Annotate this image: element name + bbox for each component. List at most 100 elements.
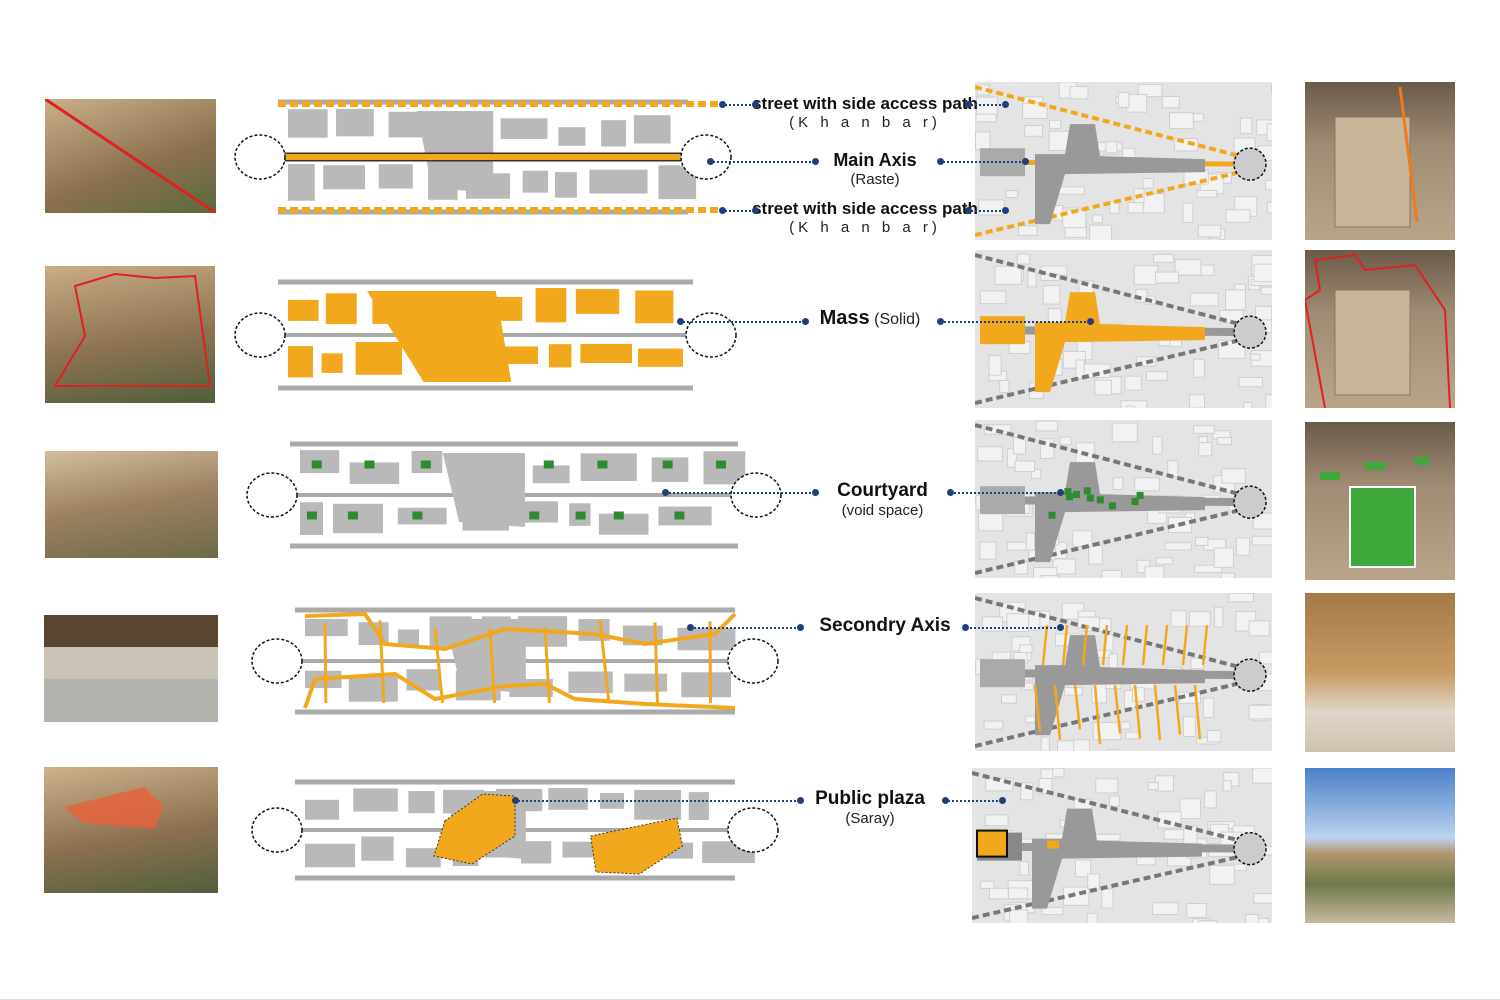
- leader-dot: [719, 207, 726, 214]
- roundabout: [727, 638, 779, 684]
- map-parcel: [1018, 644, 1033, 654]
- building-block: [493, 296, 523, 321]
- map-parcel: [1141, 193, 1165, 214]
- map-parcel: [1092, 214, 1104, 224]
- central-mass: [367, 291, 512, 382]
- map-parcel: [1014, 460, 1036, 472]
- map-parcel: [1052, 768, 1065, 778]
- label-title: street with side access path: [752, 199, 978, 218]
- render-secondary-axis: [44, 615, 218, 722]
- map-parcel: [1088, 544, 1103, 565]
- map-parcel: [1209, 865, 1235, 885]
- map-parcel: [1250, 353, 1261, 361]
- map-plaza: [1047, 840, 1059, 849]
- map-courtyard: [1083, 487, 1091, 495]
- leader-line: [968, 210, 1005, 212]
- map-parcel: [979, 541, 997, 560]
- public-plaza-diagram: [251, 779, 779, 881]
- central-mass: [442, 453, 525, 527]
- map-parcel: [1152, 902, 1179, 915]
- map-parcel: [1253, 893, 1272, 904]
- map-parcel: [1170, 610, 1187, 628]
- map-parcel: [1089, 224, 1113, 240]
- roundabout: [727, 807, 779, 853]
- map-parcel: [1147, 782, 1159, 791]
- map-courtyard: [1136, 492, 1144, 500]
- map-parcel: [1093, 833, 1121, 842]
- building-block: [688, 792, 709, 820]
- map-parcel: [1069, 86, 1089, 100]
- map-parcel: [1221, 468, 1246, 484]
- courtyard-diagram: [246, 441, 782, 549]
- map-parcel: [1248, 620, 1270, 637]
- boundary-road: [975, 253, 1241, 405]
- map-parcel: [1217, 437, 1233, 445]
- aerial-render-courtyard: [45, 451, 218, 558]
- map-parcel: [1260, 286, 1272, 295]
- leader-dot: [999, 797, 1006, 804]
- building-block: [321, 353, 343, 373]
- map-parcel: [1190, 657, 1204, 670]
- axis-diagram: [234, 99, 732, 215]
- map-parcel: [1253, 263, 1272, 283]
- map-parcel: [1025, 532, 1036, 551]
- leader-dot: [802, 318, 809, 325]
- secondary-axis-branch: [708, 621, 713, 704]
- map-parcel: [1213, 547, 1234, 568]
- map-parcel: [1124, 375, 1142, 391]
- leader-dot: [1057, 489, 1064, 496]
- aerial-photo-mass: [1305, 250, 1455, 408]
- bazaar-interior-photo: [1305, 593, 1455, 752]
- map-parcel: [1144, 565, 1165, 578]
- roundabout: [234, 312, 286, 358]
- courtyard-void: [364, 460, 375, 469]
- secondary-axis-branch: [598, 619, 611, 704]
- map-courtyard: [1064, 488, 1072, 496]
- building-block: [498, 346, 538, 365]
- roundabout: [680, 134, 732, 180]
- leader-dot: [1022, 158, 1029, 165]
- map-parcel: [1265, 394, 1272, 408]
- map-parcel: [1133, 265, 1159, 286]
- map-parcel: [1131, 687, 1145, 702]
- building-block: [349, 462, 400, 485]
- map-secondary-axis: [1153, 625, 1169, 741]
- leader-dot: [962, 624, 969, 631]
- map-parcel: [1101, 888, 1114, 909]
- aerial-photo-courtyard: [1305, 422, 1455, 580]
- map-parcel: [975, 131, 991, 150]
- central-mass: [416, 111, 494, 193]
- map-parcel: [1083, 363, 1111, 378]
- map-bazaar-mass: [1032, 808, 1202, 909]
- leader-dot: [1002, 101, 1009, 108]
- map-bazaar-mass: [1035, 124, 1205, 225]
- site-map-secondary-axis: [975, 593, 1272, 751]
- map-bazaar-mass: [1035, 635, 1205, 736]
- map-secondary-axis: [1053, 625, 1069, 740]
- map-parcel: [983, 720, 1004, 730]
- leader-dot: [687, 624, 694, 631]
- map-parcel: [1125, 405, 1136, 408]
- map-parcel: [1127, 202, 1144, 214]
- label-courtyard: Courtyard(void space): [810, 480, 955, 519]
- building-block: [348, 675, 398, 702]
- courtyard-void: [306, 511, 317, 520]
- map-parcel: [1195, 536, 1209, 546]
- map-parcel: [1025, 715, 1036, 724]
- map-parcel: [975, 113, 997, 123]
- roundabout: [730, 472, 782, 518]
- map-parcel: [1108, 748, 1121, 751]
- map-parcel: [1007, 448, 1018, 468]
- building-block: [677, 627, 736, 651]
- map-parcel: [994, 265, 1022, 285]
- building-block: [288, 346, 314, 378]
- map-parcel: [1152, 253, 1175, 263]
- building-block: [548, 788, 588, 810]
- map-parcel: [1265, 179, 1272, 191]
- map-parcel: [1197, 920, 1218, 923]
- building-block: [554, 172, 577, 198]
- map-parcel: [1040, 575, 1060, 578]
- map-parcel: [1117, 91, 1130, 108]
- map-block: [980, 659, 1025, 688]
- label-subtitle: (Solid): [874, 311, 921, 328]
